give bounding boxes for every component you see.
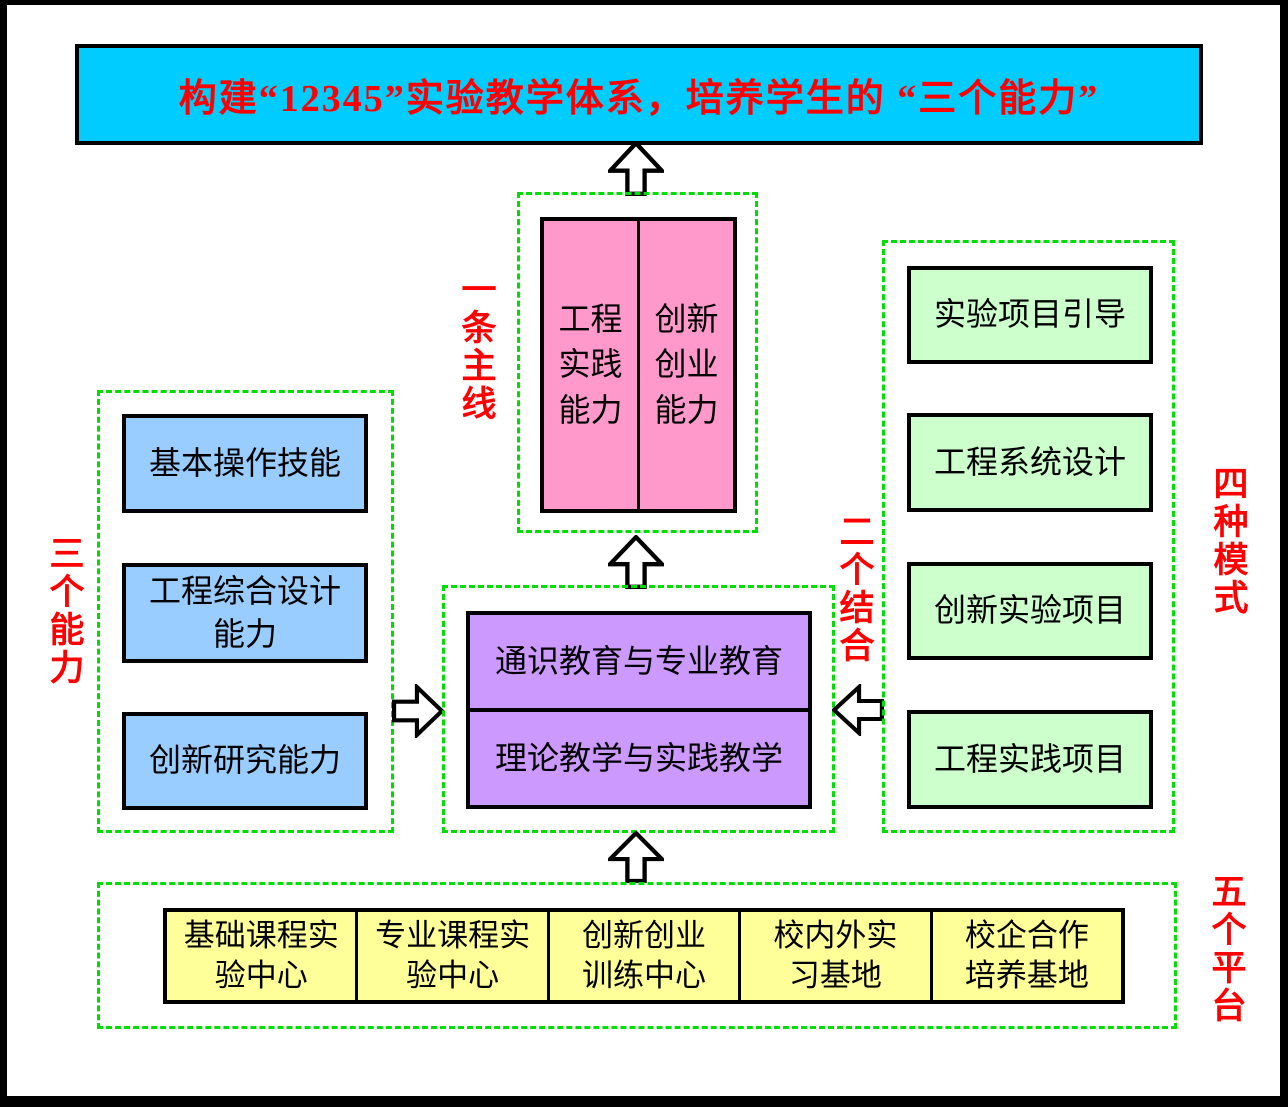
ability-box-engineering-design: 工程综合设计 能力 [122, 563, 368, 663]
mode-box-system-design: 工程系统设计 [907, 413, 1153, 512]
label-three-abilities: 三个能力 [49, 535, 85, 688]
title-text: 构建“12345”实验教学体系，培养学生的 “三个能力” [178, 78, 1100, 120]
combination-row-general-professional: 通识教育与专业教育 [494, 642, 783, 679]
abilities-group [97, 390, 394, 833]
combination-row-theory-practice: 理论教学与实践教学 [470, 708, 808, 805]
label-two-combinations: 二个结合 [839, 513, 875, 666]
mode-box-experiment-guidance: 实验项目引导 [907, 266, 1153, 364]
label-one-main-line: 一条主线 [461, 271, 497, 424]
ability-box-basic-skills: 基本操作技能 [122, 414, 368, 513]
mode-box-engineering-practice: 工程实践项目 [907, 710, 1153, 809]
mode-box-innovation-experiment: 创新实验项目 [907, 562, 1153, 660]
title-banner: 构建“12345”实验教学体系，培养学生的 “三个能力” [75, 44, 1203, 145]
left-arrow-icon [832, 684, 884, 736]
platforms-group [97, 882, 1177, 1029]
platform-cell-professional-course-center: 专业课程实 验中心 [355, 912, 546, 1000]
platform-cell-basic-course-center: 基础课程实 验中心 [183, 917, 339, 993]
platform-cell-internship-base: 校内外实 习基地 [738, 912, 929, 1000]
up-arrow-icon [608, 141, 664, 196]
ability-box-innovation-research: 创新研究能力 [122, 712, 368, 810]
up-arrow-icon [608, 831, 664, 883]
label-five-platforms: 五个平台 [1211, 873, 1247, 1026]
mainline-right-cell: 创新 创业 能力 [637, 221, 733, 509]
modes-group [882, 240, 1175, 833]
right-arrow-icon [392, 684, 444, 738]
platform-cell-innovation-training-center: 创新创业 训练中心 [546, 912, 738, 1000]
mainline-box: 工程 实践 能力 创新 创业 能力 [540, 217, 737, 513]
combinations-box: 通识教育与专业教育 理论教学与实践教学 [466, 611, 812, 809]
platforms-row: 基础课程实 验中心 专业课程实 验中心 创新创业 训练中心 校内外实 习基地 校… [163, 908, 1125, 1004]
up-arrow-icon [608, 535, 664, 589]
label-four-modes: 四种模式 [1213, 465, 1249, 618]
platform-cell-school-enterprise-base: 校企合作 培养基地 [929, 912, 1121, 1000]
mainline-group [517, 192, 758, 533]
mainline-left-cell: 工程 实践 能力 [558, 300, 623, 428]
